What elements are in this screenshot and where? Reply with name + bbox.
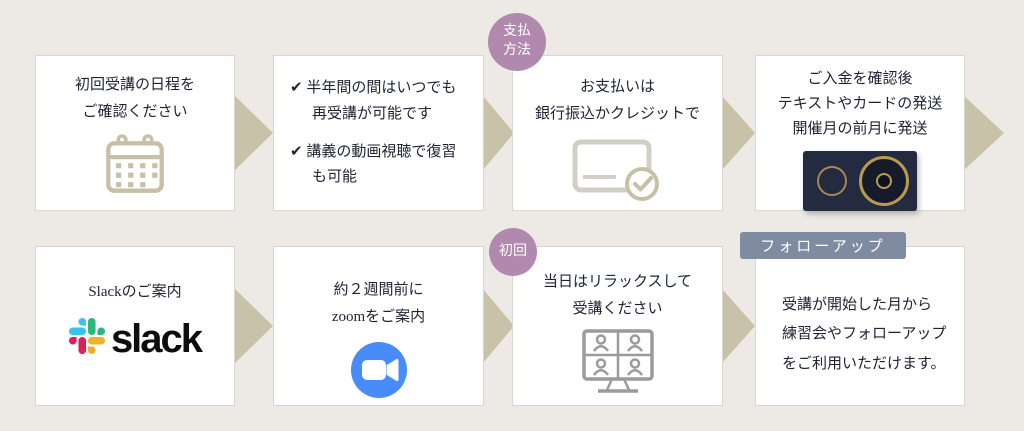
badge-text: 初回 bbox=[499, 243, 527, 259]
arrow-right-icon bbox=[722, 96, 755, 170]
step-box-first-session: 当日はリラックスして 受講ください bbox=[512, 246, 723, 406]
arrow-right-icon bbox=[483, 96, 514, 170]
checklist-item: ✔ 半年間の間はいつでも bbox=[290, 80, 457, 96]
step-text: 約２週間前に bbox=[333, 282, 424, 298]
zoom-icon bbox=[350, 341, 408, 404]
product-photo bbox=[803, 150, 917, 211]
step-text: をご利用いただけます。 bbox=[782, 355, 946, 372]
step-text: 銀行振込かクレジットで bbox=[534, 106, 700, 122]
arrow-right-icon bbox=[483, 289, 514, 363]
badge-text: フォローアップ bbox=[760, 239, 886, 255]
follow-up-badge: フォローアップ bbox=[740, 232, 906, 259]
arrow-right-icon bbox=[235, 96, 273, 170]
arrow-right-icon bbox=[964, 96, 1004, 170]
slack-wordmark: slack bbox=[110, 316, 203, 361]
step-text: 初回受講の日程を bbox=[74, 77, 195, 93]
step-box-follow-up: 受講が開始した月から 練習会やフォローアップ をご利用いただけます。 bbox=[755, 246, 965, 406]
payment-method-badge: 支払 方法 bbox=[488, 13, 546, 71]
step-text: 受講ください bbox=[572, 301, 663, 317]
step-text: 受講が開始した月から bbox=[782, 297, 933, 313]
step-box-slack: Slackのご案内 slack bbox=[35, 246, 235, 406]
step-box-payment: お支払いは 銀行振込かクレジットで bbox=[512, 55, 723, 211]
arrow-right-icon bbox=[722, 289, 755, 363]
gold-emblem-icon bbox=[817, 165, 847, 196]
step-text: テキストやカードの発送 bbox=[777, 96, 943, 113]
first-session-badge: 初回 bbox=[489, 228, 537, 276]
badge-text: 支払 bbox=[503, 24, 531, 40]
credit-card-icon bbox=[572, 136, 664, 209]
arrow-right-icon bbox=[235, 289, 273, 363]
step-text: zoomをご案内 bbox=[331, 309, 426, 325]
step-box-zoom: 約２週間前に zoomをご案内 bbox=[273, 246, 484, 406]
step-text: 開催月の前月に発送 bbox=[792, 121, 928, 138]
disc-hub-icon bbox=[876, 172, 892, 189]
step-text: ご確認ください bbox=[82, 104, 188, 120]
checklist-item-cont: も可能 bbox=[312, 169, 358, 186]
slack-logo: slack bbox=[36, 318, 234, 359]
slack-logo-icon bbox=[68, 318, 105, 359]
disc-icon bbox=[859, 155, 909, 206]
step-text: 練習会やフォローアップ bbox=[782, 326, 947, 343]
step-text: 当日はリラックスして bbox=[542, 274, 693, 290]
video-call-monitor-icon bbox=[576, 328, 660, 401]
badge-text: 方法 bbox=[503, 43, 531, 58]
step-box-schedule: 初回受講の日程を ご確認ください bbox=[35, 55, 235, 211]
step-text: ご入金を確認後 bbox=[807, 71, 913, 87]
checklist-item-cont: 再受講が可能です bbox=[312, 105, 433, 122]
calendar-icon bbox=[104, 133, 166, 200]
step-box-shipping: ご入金を確認後 テキストやカードの発送 開催月の前月に発送 bbox=[755, 55, 965, 211]
step-text: Slackのご案内 bbox=[88, 284, 182, 300]
checklist-item: ✔ 講義の動画視聴で復習 bbox=[290, 143, 457, 160]
step-box-retake-policy: ✔ 半年間の間はいつでも 再受講が可能です ✔ 講義の動画視聴で復習 も可能 bbox=[273, 55, 484, 211]
step-text: お支払いは bbox=[579, 79, 655, 95]
